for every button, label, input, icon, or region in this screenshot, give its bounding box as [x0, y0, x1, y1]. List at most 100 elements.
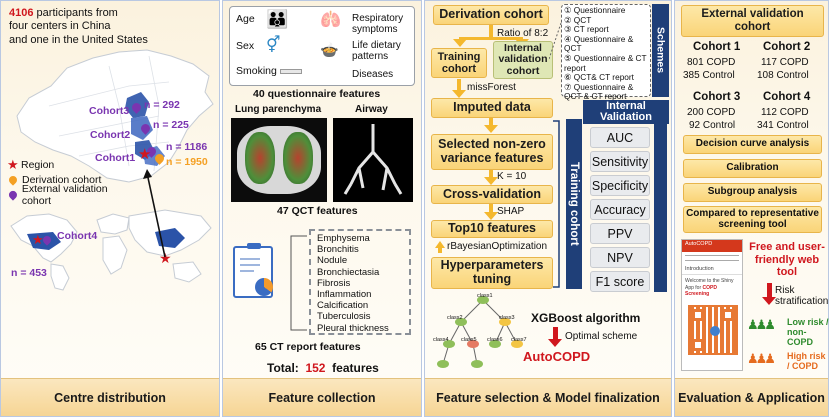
- star-icon: ★: [32, 232, 44, 247]
- tree-label: class2: [447, 315, 463, 321]
- hyperparameters-box: Hyperparameters tuning: [431, 257, 553, 289]
- lung-parenchyma-label: Lung parenchyma: [235, 104, 322, 115]
- schemes-box: ① Questionnaire ② QCT ③ CT report ④ Ques…: [561, 4, 651, 101]
- risk-label: Risk stratification: [775, 285, 829, 307]
- family-icon: 👪: [266, 9, 289, 29]
- k-label: K = 10: [497, 171, 527, 182]
- link-arrow: [143, 169, 166, 258]
- metric-accuracy: Accuracy: [590, 199, 650, 220]
- metric-auc: AUC: [590, 127, 650, 148]
- legend-derivation: Derivation cohort: [22, 173, 102, 186]
- cohort3-n: n = 292: [144, 99, 180, 111]
- crossval-box: Cross-validation: [431, 185, 553, 204]
- questionnaire-box: Age Sex Smoking 👪 ⚥ 🫁 Respiratory sympto…: [229, 6, 415, 86]
- ct-report-list: Emphysema Bronchitis Nodule Bronchiectas…: [309, 229, 411, 335]
- top10-box: Top10 features: [431, 220, 553, 238]
- cohort4-n: n = 453: [11, 267, 47, 279]
- questionnaire-caption: 40 questionnaire features: [253, 88, 381, 100]
- cohort-1-control: 385 Control: [683, 70, 735, 81]
- external-validation-title: External validation cohort: [681, 5, 824, 37]
- footer-centre-distribution: Centre distribution: [1, 378, 219, 416]
- optimal-label: Optimal scheme: [565, 331, 638, 342]
- phone-mockup: AutoCOPD Introduction Welcome to the Shi…: [681, 239, 743, 371]
- q-diet: Life dietary patterns: [352, 40, 401, 62]
- metric-sensitivity: Sensitivity: [590, 151, 650, 172]
- schemes-connector: [549, 22, 562, 60]
- cohort2-n: n = 225: [153, 119, 189, 131]
- shap-label: SHAP: [497, 206, 525, 217]
- tree-label: class7: [511, 337, 527, 343]
- tree-label: class1: [477, 293, 493, 299]
- lung-ct-image: [231, 118, 327, 202]
- star-icon: ★: [7, 156, 19, 172]
- low-risk-people-icon: ♟♟♟: [747, 317, 776, 332]
- cohort-4-control: 341 Control: [757, 120, 809, 131]
- cohort-2-name: Cohort 2: [763, 41, 811, 53]
- webtool-label: Free and user-friendly web tool: [749, 241, 825, 278]
- ct-report-caption: 65 CT report features: [255, 341, 361, 353]
- red-down-arrow: [553, 327, 558, 341]
- schemes-label: Schemes: [652, 4, 669, 97]
- high-risk-label: High risk / COPD: [787, 351, 826, 371]
- ct-report-items: Emphysema Bronchitis Nodule Bronchiectas…: [317, 233, 389, 334]
- q-respiratory: Respiratory symptoms: [352, 13, 404, 35]
- world-map: [10, 209, 212, 291]
- tree-label: class4: [433, 337, 449, 343]
- high-risk-people-icon: ♟♟♟: [747, 351, 776, 366]
- headline-line-3: and one in the United States: [9, 34, 148, 46]
- tree-label: class5: [461, 337, 477, 343]
- footer-feature-collection: Feature collection: [223, 378, 421, 416]
- low-risk-label: Low risk / non-COPD: [787, 317, 829, 347]
- phone-header: AutoCOPD: [682, 240, 742, 252]
- cohort1-n: n = 1186: [166, 141, 208, 153]
- cohort3-label: Cohort3: [89, 105, 130, 117]
- headline: 4106 participants from: [9, 7, 118, 19]
- up-arrow: [435, 241, 445, 248]
- subgroup-box: Subgroup analysis: [683, 183, 822, 202]
- q-age: Age: [236, 13, 255, 25]
- panel-evaluation: External validation cohort Cohort 1 801 …: [674, 0, 829, 417]
- xgboost-label: XGBoost algorithm: [531, 311, 641, 325]
- training-bracket: [553, 120, 560, 288]
- cigarette-icon: [280, 69, 302, 74]
- panel-feature-collection: Age Sex Smoking 👪 ⚥ 🫁 Respiratory sympto…: [222, 0, 422, 417]
- phone-welcome: Welcome to the Shiny App for COPD Screen…: [685, 278, 734, 297]
- red-down-arrow: [767, 283, 772, 299]
- footer-evaluation: Evaluation & Application: [675, 378, 828, 416]
- panel-centre-distribution: 4106 participants from four centers in C…: [0, 0, 220, 417]
- cohort2-label: Cohort2: [90, 129, 131, 141]
- ratio-label: Ratio of 8:2: [497, 28, 549, 39]
- map-legend: ★ Region Derivation cohort External vali…: [7, 156, 137, 207]
- star-icon: ★: [138, 146, 152, 163]
- location-pin-icon: [7, 188, 19, 201]
- gender-icon: ⚥: [266, 37, 281, 54]
- q-diseases: Diseases: [352, 69, 394, 80]
- q-smoking: Smoking: [236, 65, 277, 77]
- lungs-icon: 🫁: [320, 10, 342, 29]
- location-pin-icon: [7, 173, 19, 186]
- selected-features-box: Selected non-zero variance features: [431, 134, 553, 170]
- food-icon: 🍲: [320, 42, 339, 59]
- tree-label: class3: [499, 315, 515, 321]
- cohort1-label: Cohort1: [95, 152, 136, 164]
- rbayes-label: rBayesianOptimization: [447, 241, 548, 252]
- metric-f1: F1 score: [590, 271, 650, 292]
- headline-count: 4106: [9, 7, 34, 19]
- internal-validation-header: Internal Validation: [583, 100, 669, 124]
- cohort4-label: Cohort4: [57, 230, 98, 242]
- decision-curve-box: Decision curve analysis: [683, 135, 822, 154]
- tree-label: class6: [487, 337, 503, 343]
- cohort-2-control: 108 Control: [757, 70, 809, 81]
- cohort-4-copd: 112 COPD: [761, 107, 809, 118]
- internal-validation-box: Internal validation cohort: [493, 41, 553, 79]
- total-value: 152: [305, 361, 326, 375]
- metrics-spine: [654, 124, 667, 292]
- headline-line-2: four centers in China: [9, 20, 111, 32]
- q-sex: Sex: [236, 40, 255, 52]
- clipboard-icon: [233, 243, 273, 298]
- airway-label: Airway: [355, 104, 388, 115]
- calibration-box: Calibration: [683, 159, 822, 178]
- qr-code-icon: [688, 304, 738, 355]
- missforest-label: missForest: [467, 82, 516, 93]
- metric-ppv: PPV: [590, 223, 650, 244]
